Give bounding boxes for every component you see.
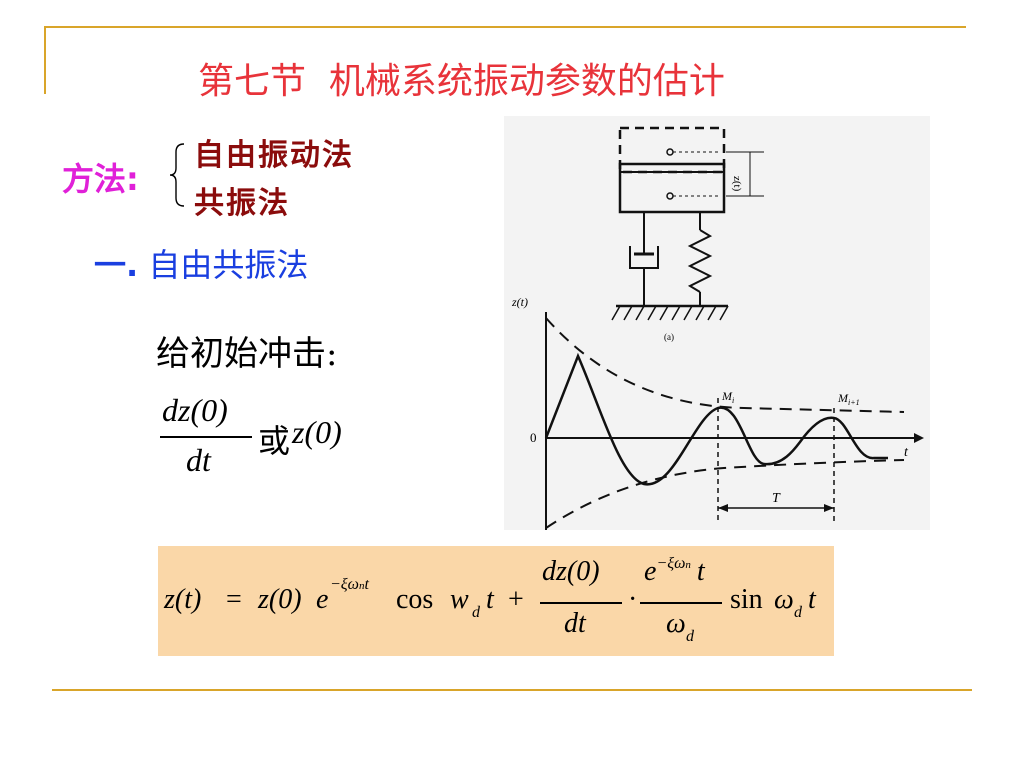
formula-w: w — [450, 584, 469, 615]
frac2-den: ω — [666, 608, 686, 639]
vibration-curve — [544, 352, 888, 486]
formula-e: e — [316, 584, 329, 615]
top-rule — [44, 26, 966, 28]
initial-z0: z(0) — [292, 414, 342, 450]
formula-box: z(t) = z(0) e −ξωnt cos w d t + dz(0) dt… — [158, 546, 834, 656]
initial-condition: dz(0) dt 或 z(0) — [156, 392, 396, 492]
method-free-vibration: 自由振动法 — [194, 138, 354, 173]
brace-icon — [169, 143, 185, 207]
formula-exp-main: −ξω — [330, 576, 359, 593]
initial-frac-den: dt — [186, 442, 211, 478]
formula-exp-sub: n — [358, 580, 365, 592]
formula-plus: + — [508, 584, 524, 615]
frac2-num-t: t — [696, 556, 705, 587]
slide-title: 第七节 机械系统振动参数的估计 — [198, 61, 725, 102]
period-label: T — [772, 491, 781, 506]
label-mi1-sub: i+1 — [848, 398, 860, 407]
formula-omega-sub: d — [794, 604, 802, 621]
formula-sin: sin — [730, 584, 763, 615]
label-mi-sub: i — [732, 396, 734, 405]
upper-envelope — [545, 317, 905, 413]
svg-text:Mi+1: Mi+1 — [837, 391, 860, 407]
formula-omega: ω — [774, 584, 794, 615]
frac2-den-sub: d — [686, 628, 694, 645]
frac2-exp-sub: n — [685, 559, 691, 571]
origin-label: 0 — [530, 430, 537, 445]
left-rule — [44, 26, 46, 94]
figure-caption: (a) — [664, 332, 674, 342]
lower-envelope — [545, 459, 905, 529]
formula-z0: z(0) — [258, 584, 302, 615]
frac2-exp-main: −ξω — [656, 555, 686, 572]
initial-impulse-text: 给初始冲击: — [156, 334, 338, 374]
disp-label: z(t) — [731, 176, 743, 192]
formula-exp-t: t — [364, 576, 369, 593]
section-title: 自由共振法 — [148, 246, 309, 284]
pointer-circle-1 — [666, 148, 674, 156]
initial-frac-num: dz(0) — [162, 392, 228, 428]
frac2-line — [640, 602, 722, 604]
frac2-num-exp: −ξωn — [656, 555, 690, 572]
frac1-num: dz(0) — [542, 556, 600, 587]
initial-frac-line — [160, 436, 252, 438]
main-formula: z(t) = z(0) e −ξωnt cos w d t + dz(0) dt… — [158, 546, 834, 656]
formula-lhs: z(t) — [164, 584, 202, 615]
section-heading: 一. 自由共振法 — [94, 240, 308, 286]
formula-exp: −ξωnt — [330, 576, 369, 594]
svg-text:Mi: Mi — [721, 389, 734, 405]
method-resonance: 共振法 — [194, 186, 290, 221]
frac2-num-e: e — [644, 556, 657, 587]
methods-label: 方法: — [62, 160, 139, 198]
formula-t: t — [486, 584, 494, 615]
formula-t2: t — [808, 584, 816, 615]
z-axis-label: z(t) — [511, 295, 528, 309]
period-arrow-right — [824, 504, 834, 512]
label-mi: M — [721, 389, 733, 403]
pointer-circle-2 — [666, 192, 674, 200]
initial-or: 或 — [258, 422, 291, 460]
t-axis-label: t — [904, 445, 909, 460]
formula-dot: · — [628, 584, 638, 615]
bottom-rule — [52, 689, 972, 691]
damped-vibration-figure: z(t) (a) z(t) t 0 Mi Mi+1 T — [504, 116, 930, 530]
section-number: 一. — [94, 246, 139, 284]
mass-block — [618, 162, 726, 214]
frac1-den: dt — [564, 608, 586, 639]
t-axis-arrow — [914, 433, 924, 443]
period-arrow-left — [718, 504, 728, 512]
ground-hatch — [611, 305, 729, 321]
frac1-line — [540, 602, 622, 604]
spring-coil — [687, 229, 713, 293]
label-mi1: M — [837, 391, 849, 405]
formula-cos: cos — [396, 584, 434, 615]
formula-w-sub: d — [472, 604, 480, 621]
formula-eq: = — [226, 584, 242, 615]
